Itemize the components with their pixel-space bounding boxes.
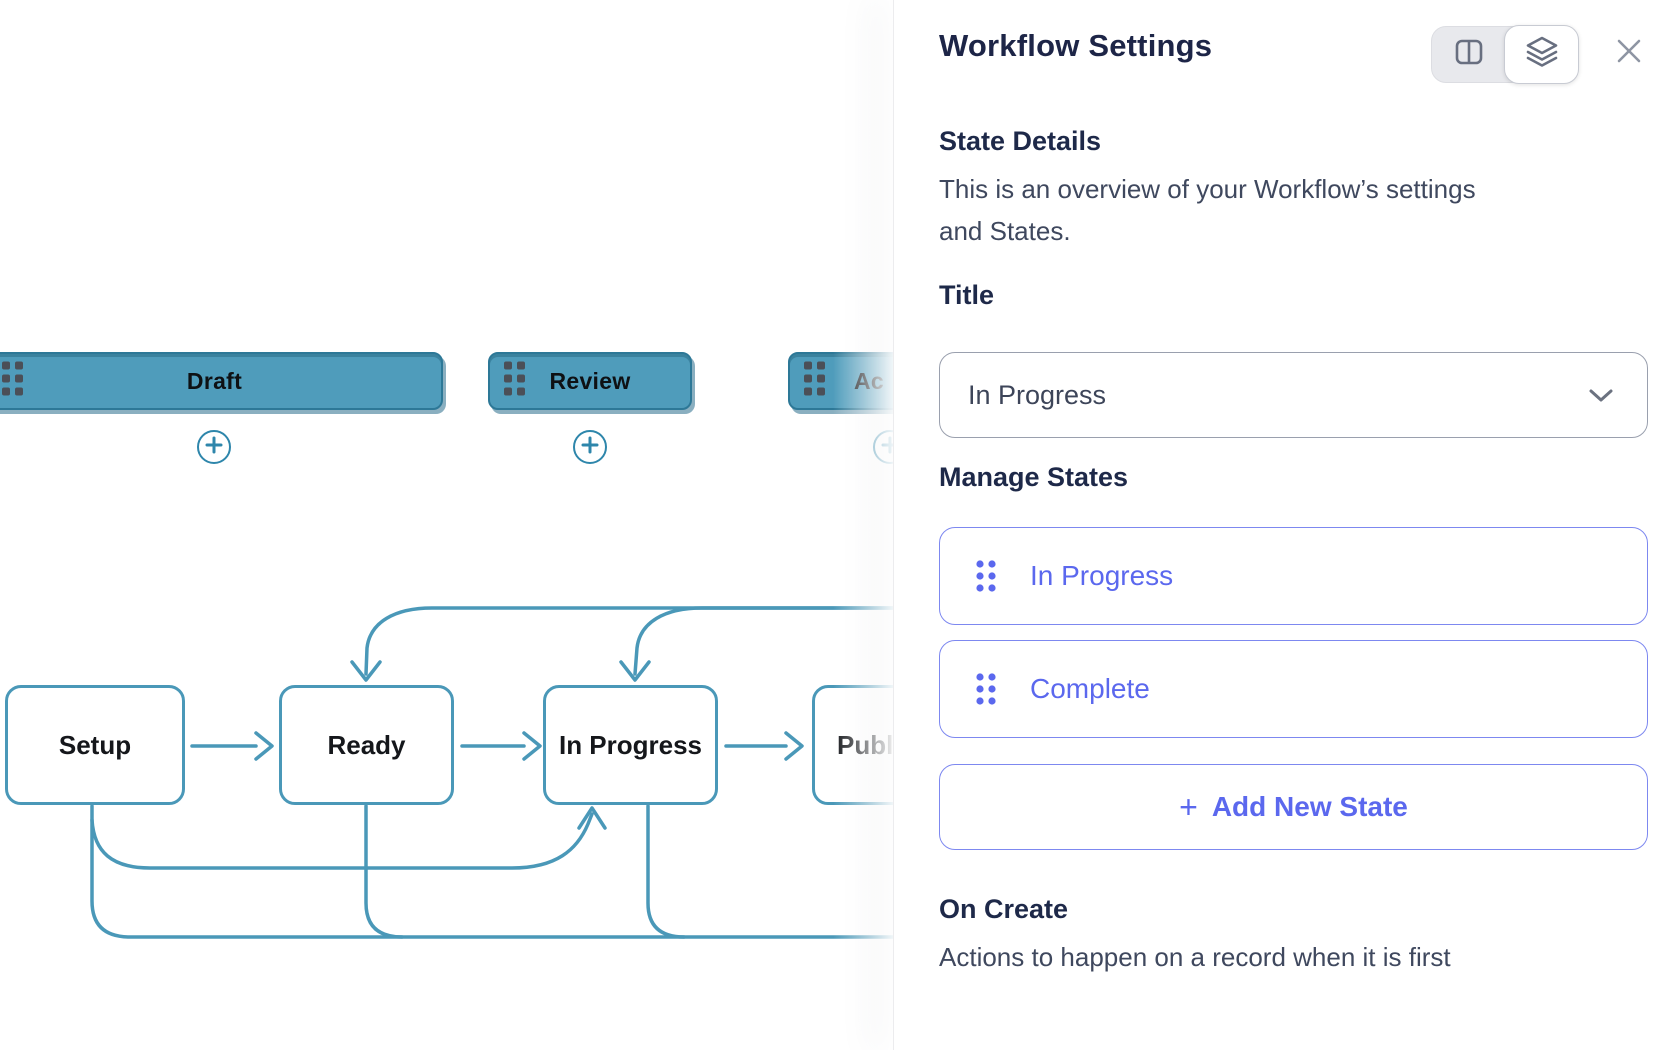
flow-node-label: In Progress (558, 729, 703, 760)
manage-states-heading: Manage States (939, 462, 1129, 492)
state-list-item-in-progress[interactable]: In Progress (939, 527, 1648, 625)
title-select[interactable]: In Progress (939, 352, 1648, 438)
close-icon (1613, 35, 1645, 72)
plus-icon: + (1179, 789, 1198, 825)
state-details-description: This is an overview of your Workflow’s s… (939, 174, 1476, 246)
close-panel-button[interactable] (1613, 37, 1645, 69)
plus-icon (581, 436, 599, 459)
flow-node-ready[interactable]: Ready (279, 685, 454, 805)
add-action-button[interactable] (197, 430, 231, 464)
state-bar-label: Draft (186, 367, 243, 394)
state-bar-label: Ac (854, 367, 885, 394)
add-action-button[interactable] (573, 430, 607, 464)
layers-icon (1525, 35, 1559, 74)
state-item-label: Complete (1030, 673, 1150, 704)
add-new-state-button[interactable]: + Add New State (939, 764, 1648, 850)
flow-node-label: Ready (327, 729, 406, 760)
split-view-toggle-button[interactable] (1432, 27, 1505, 82)
split-view-icon (1452, 35, 1486, 74)
panel-title: Workflow Settings (939, 28, 1213, 63)
state-details-heading: State Details (939, 126, 1102, 156)
workflow-settings-panel: Workflow Settings (833, 0, 1674, 1050)
flow-node-label: Setup (58, 729, 132, 760)
drag-handle-icon[interactable] (802, 359, 828, 404)
drag-handle-icon[interactable] (0, 359, 26, 404)
on-create-description: Actions to happen on a record when it is… (939, 942, 1451, 972)
plus-icon (205, 436, 223, 459)
state-bar-draft[interactable]: Draft (0, 352, 443, 410)
flow-node-label: Publ (837, 729, 894, 760)
flow-node-setup[interactable]: Setup (5, 685, 185, 805)
flow-node-in-progress[interactable]: In Progress (543, 685, 718, 805)
layers-view-toggle-button[interactable] (1504, 25, 1579, 84)
state-list-item-complete[interactable]: Complete (939, 640, 1648, 738)
title-select-value: In Progress (968, 379, 1107, 410)
drag-handle-icon[interactable] (974, 557, 998, 595)
state-item-label: In Progress (1030, 560, 1174, 591)
state-bar-review[interactable]: Review (488, 352, 692, 410)
panel-view-toggle (1431, 25, 1579, 84)
state-bar-label: Review (549, 367, 631, 394)
drag-handle-icon[interactable] (974, 670, 998, 708)
add-new-state-label: Add New State (1211, 791, 1408, 822)
drag-handle-icon[interactable] (502, 359, 528, 404)
on-create-heading: On Create (939, 894, 1069, 924)
title-field-label: Title (939, 280, 995, 310)
chevron-down-icon (1587, 386, 1615, 404)
